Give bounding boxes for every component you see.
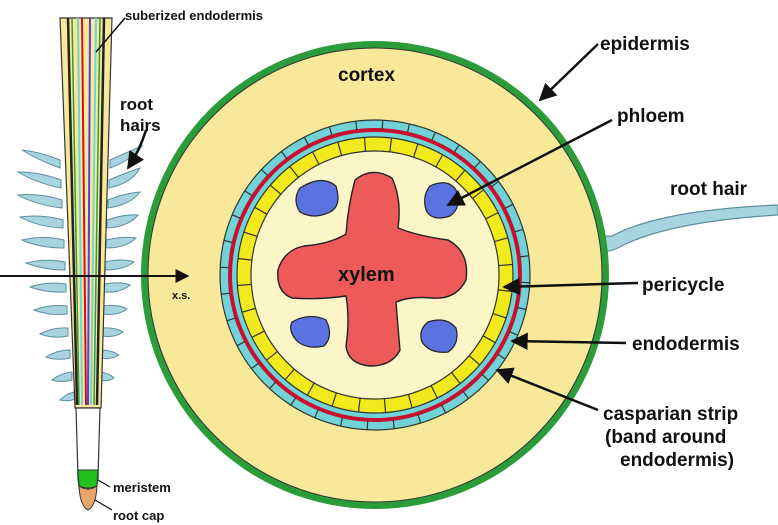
label-root-hair: root hair xyxy=(670,179,748,200)
label-pericycle: pericycle xyxy=(642,275,724,296)
root-cap-region xyxy=(79,486,97,510)
label-suberized-endodermis: suberized endodermis xyxy=(125,8,263,23)
label-root-cap: root cap xyxy=(113,508,164,523)
label-cortex: cortex xyxy=(338,65,395,86)
label-xs: x.s. xyxy=(172,290,190,302)
root-hair-extension xyxy=(596,205,778,252)
label-epidermis: epidermis xyxy=(600,34,690,55)
label-endodermis: endodermis xyxy=(632,334,740,355)
label-meristem: meristem xyxy=(113,480,171,495)
label-casparian-line2: (band around xyxy=(605,427,726,448)
label-root-hairs-line1: root xyxy=(120,95,153,114)
longitudinal-root xyxy=(18,18,142,510)
label-phloem: phloem xyxy=(617,106,685,127)
meristem-region xyxy=(78,470,98,488)
label-xylem: xylem xyxy=(338,264,395,286)
label-root-hairs-line2: hairs xyxy=(120,116,161,135)
label-casparian-line1: casparian strip xyxy=(603,404,738,425)
label-casparian-line3: endodermis) xyxy=(620,450,734,471)
